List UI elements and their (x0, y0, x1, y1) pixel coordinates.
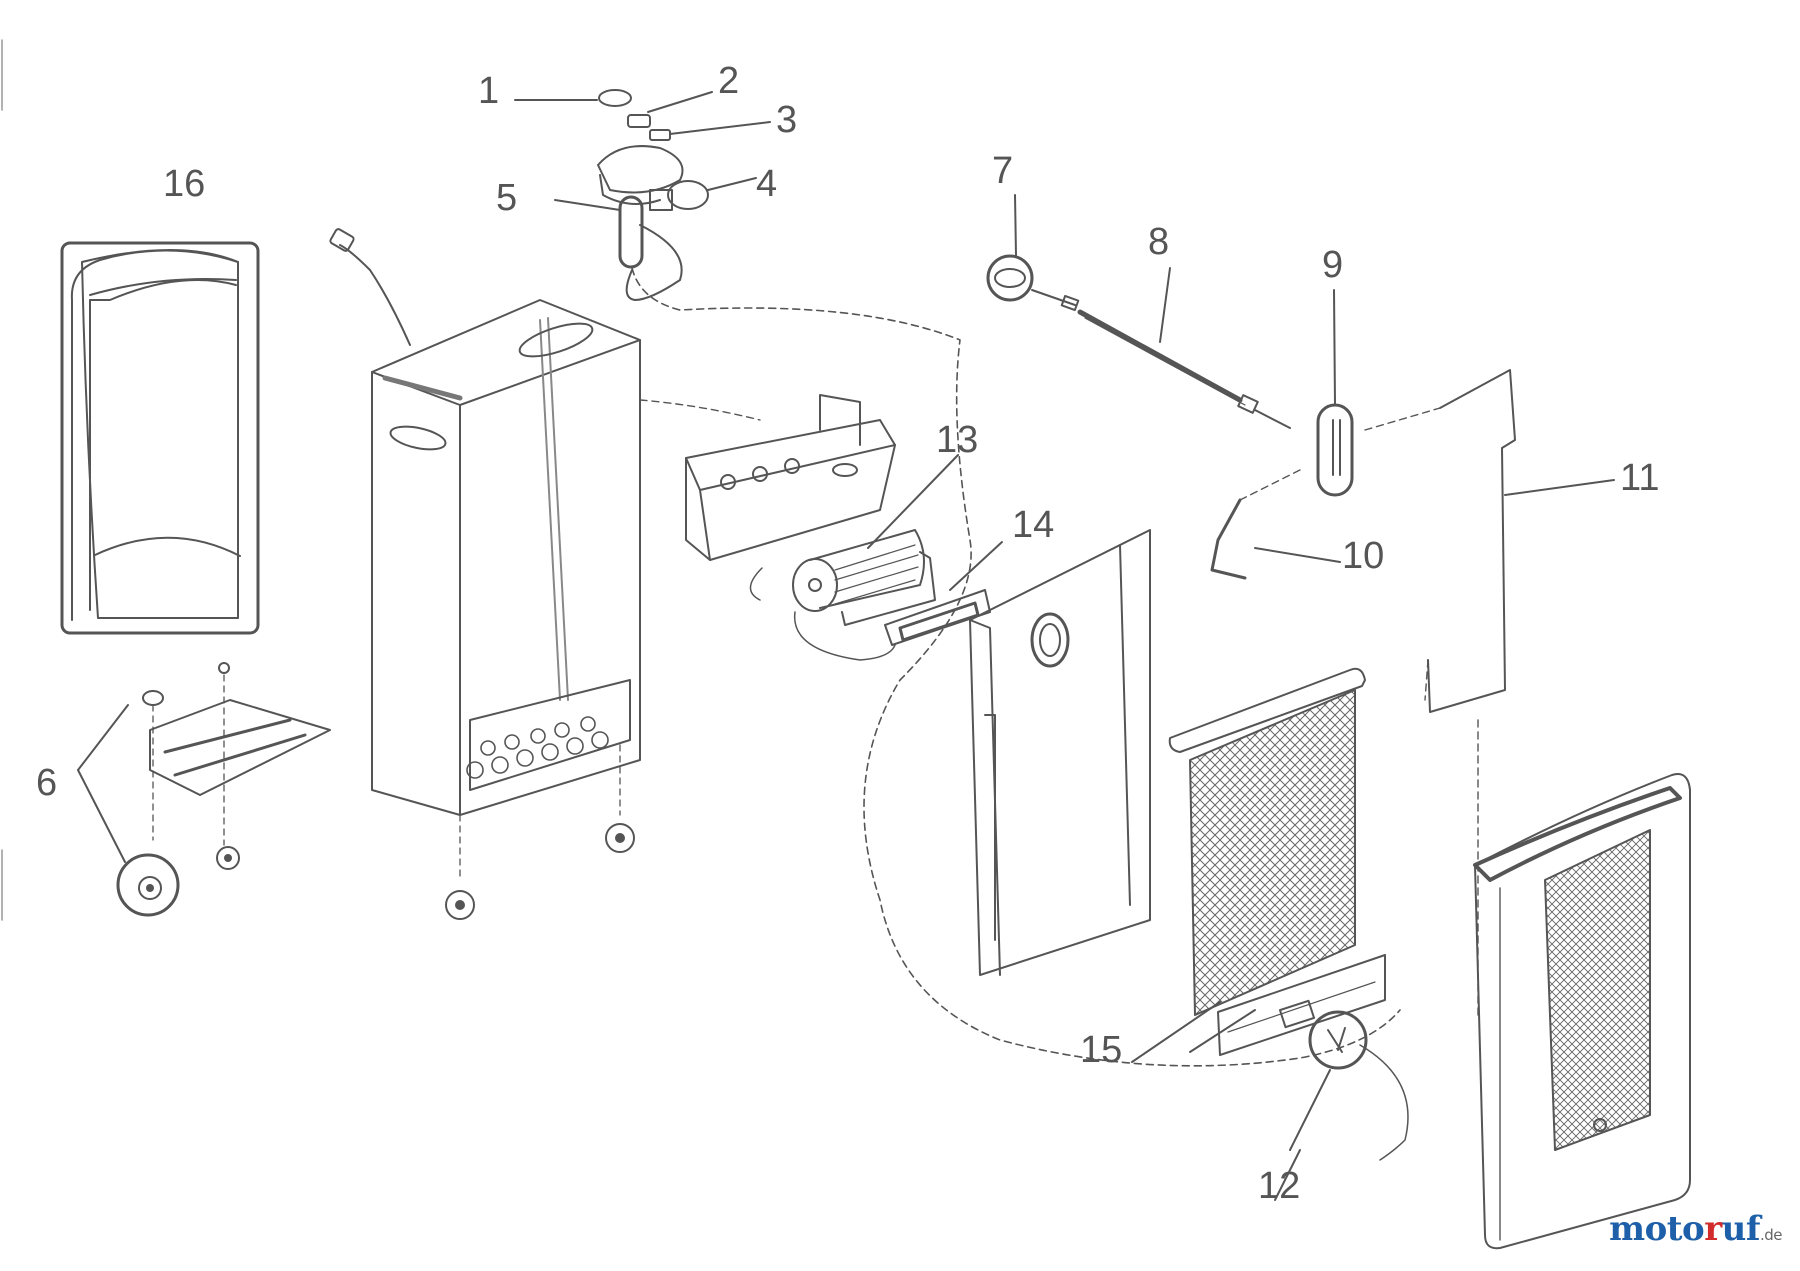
front-cover (1473, 773, 1691, 1250)
part-label: 14 (1012, 504, 1054, 546)
control-head (514, 89, 1401, 1067)
part-label: 15 (1080, 1029, 1122, 1071)
inner-frame (969, 529, 1151, 976)
part-label: 16 (163, 163, 205, 205)
part-label: 7 (992, 150, 1013, 192)
fan-roller (749, 454, 1003, 661)
base-plate (77, 662, 331, 917)
part-label: 12 (1258, 1165, 1300, 1207)
cabinet-frame (329, 228, 641, 920)
part-label: 8 (1148, 221, 1169, 263)
mesh-screen (1131, 667, 1409, 1161)
part-label: 11 (1620, 457, 1659, 499)
brand-tld: .de (1759, 1226, 1783, 1244)
brand-prefix: moto (1609, 1209, 1705, 1249)
part-label: 4 (756, 163, 777, 205)
part-label: 6 (36, 762, 57, 804)
part-label: 1 (478, 70, 499, 112)
part-label: 13 (936, 419, 978, 461)
burner-bracket (685, 394, 896, 561)
part-label: 3 (776, 99, 797, 141)
leader-lines (1274, 1149, 1301, 1201)
part-label: 9 (1322, 244, 1343, 286)
part-labels: 1 2 3 4 5 6 7 8 9 10 11 12 13 14 15 16 (36, 60, 1659, 1207)
part-label: 10 (1342, 535, 1384, 577)
pilot-assembly (986, 194, 1441, 580)
part-label: 5 (496, 177, 517, 219)
part-label: 2 (718, 60, 739, 102)
side-panel-inset (60, 241, 260, 635)
brand-logo: motoruf.de (1609, 1209, 1782, 1249)
brand-suffix: uf (1721, 1209, 1761, 1249)
brand-accent: r (1704, 1209, 1722, 1249)
